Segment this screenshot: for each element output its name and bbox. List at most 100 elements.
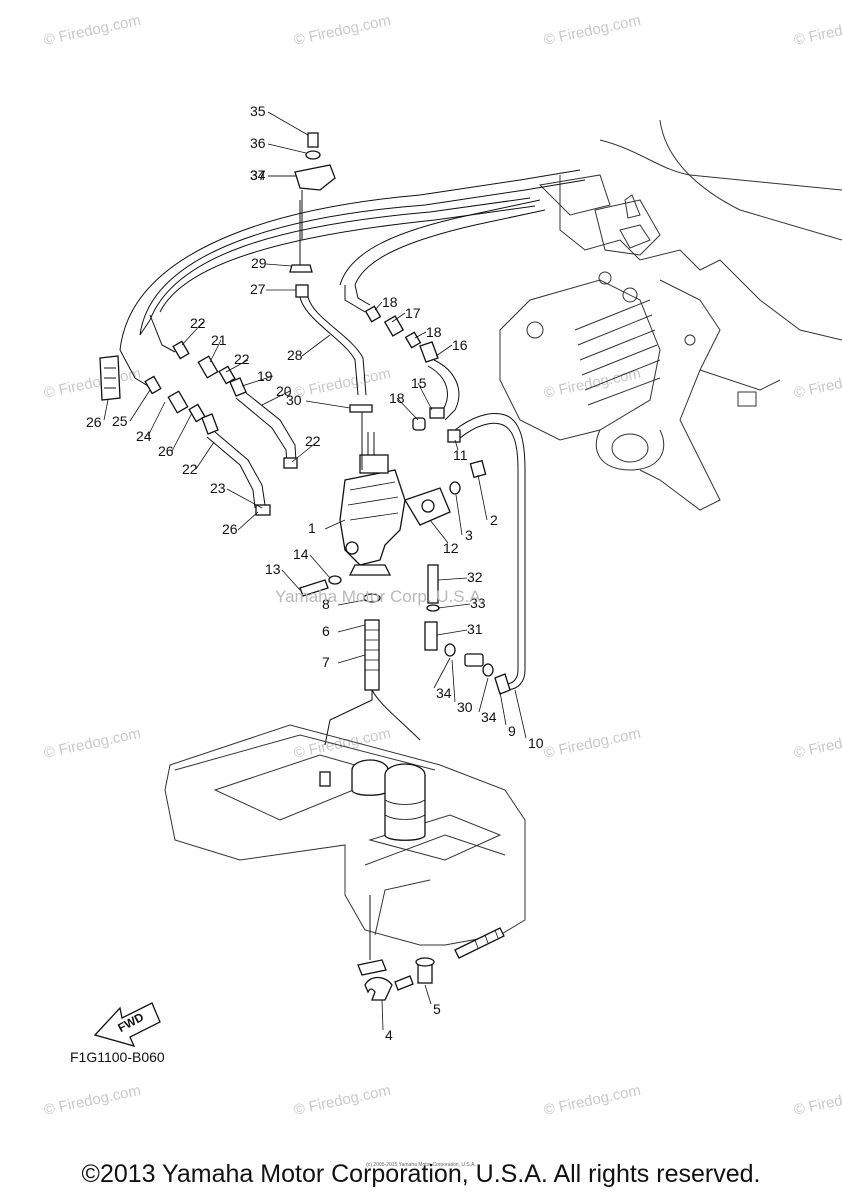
- callout-30: 30: [457, 699, 473, 715]
- mount-plate: [404, 413, 526, 695]
- leader-line: [129, 389, 151, 422]
- leader-line: [267, 111, 309, 136]
- leader-line: [226, 488, 263, 509]
- leader-line: [396, 397, 419, 421]
- callout-6: 6: [322, 623, 330, 639]
- callout-28: 28: [287, 347, 303, 363]
- callout-9: 9: [508, 723, 516, 739]
- callout-2: 2: [490, 512, 498, 528]
- watermark-text: © Firedog.com: [292, 12, 392, 49]
- callout-11: 11: [453, 447, 468, 463]
- callout-26: 26: [222, 521, 238, 537]
- callout-3: 3: [465, 527, 473, 543]
- callout-1: 1: [308, 520, 316, 536]
- callout-26: 26: [86, 414, 102, 430]
- callout-32: 32: [467, 569, 483, 585]
- lower-parts: [299, 564, 494, 746]
- hose-fittings-right: [364, 305, 460, 431]
- callout-22: 22: [305, 433, 321, 449]
- leader-line: [424, 984, 432, 1005]
- callout-15: 15: [411, 375, 427, 391]
- callout-21: 21: [211, 332, 227, 348]
- callout-29: 29: [251, 255, 267, 271]
- leader-line: [437, 603, 471, 609]
- leader-line: [391, 312, 406, 323]
- leader-line: [305, 400, 351, 409]
- leader-line: [337, 624, 366, 633]
- tiny-copyright: (c) 2005-2015 Yamaha Motor Corporation, …: [366, 1162, 476, 1168]
- callout-5: 5: [433, 1001, 441, 1017]
- callout-13: 13: [265, 561, 281, 577]
- leader-line: [147, 401, 166, 437]
- leader-line: [103, 399, 109, 421]
- hose-fittings-left: [99, 314, 298, 516]
- callout-25: 25: [112, 413, 128, 429]
- leader-line: [171, 412, 193, 452]
- engine-block: [499, 119, 842, 511]
- watermark-text: © Firedog.com: [792, 1082, 842, 1119]
- leader-line: [477, 474, 488, 521]
- watermark-text: © Firedog.com: [42, 1082, 142, 1119]
- leader-lines: [103, 111, 527, 1031]
- watermark-text: © Firedog.com: [792, 12, 842, 49]
- callout-33: 33: [470, 595, 486, 611]
- callout-14: 14: [293, 546, 309, 562]
- callout-26: 26: [158, 443, 174, 459]
- center-hose: [289, 200, 373, 470]
- fuel-hoses: [119, 169, 586, 351]
- callout-34: 34: [481, 709, 497, 725]
- leader-line: [309, 554, 331, 579]
- callout-16: 16: [452, 337, 468, 353]
- callout-22: 22: [182, 461, 198, 477]
- watermark-text: © Firedog.com: [542, 1082, 642, 1119]
- leader-line: [454, 439, 459, 451]
- watermark-text: © Firedog.com: [42, 12, 142, 49]
- leader-line: [209, 339, 222, 363]
- callout-23: 23: [210, 480, 226, 496]
- callout-12: 12: [443, 540, 459, 556]
- leader-line: [281, 569, 301, 591]
- leader-line: [451, 659, 456, 703]
- leader-line: [417, 382, 433, 411]
- watermark-text: © Firedog.com: [542, 12, 642, 49]
- leader-line: [429, 519, 449, 544]
- fuel-filter-assembly: [339, 432, 406, 576]
- leader-line: [291, 440, 319, 463]
- leader-line: [433, 657, 451, 689]
- leader-line: [181, 321, 204, 346]
- leader-line: [437, 577, 468, 581]
- callout-18: 18: [382, 294, 398, 310]
- leader-line: [436, 629, 468, 636]
- leader-line: [337, 599, 366, 606]
- fuel-tank: [164, 724, 526, 959]
- leader-line: [337, 654, 366, 664]
- callout-30: 30: [286, 392, 302, 408]
- callout-27: 27: [250, 281, 266, 297]
- leader-line: [225, 359, 249, 373]
- callout-22: 22: [234, 351, 250, 367]
- diagram-code: F1G1100-B060: [70, 1049, 165, 1065]
- watermark-text: © Firedog.com: [292, 1082, 392, 1119]
- callout-7: 7: [322, 654, 330, 670]
- callout-19: 19: [257, 368, 273, 384]
- callout-20: 20: [276, 383, 292, 399]
- callout-10: 10: [528, 735, 544, 751]
- top-bracket: [294, 132, 336, 240]
- leader-line: [265, 263, 293, 267]
- leader-line: [381, 999, 384, 1031]
- leader-line: [241, 375, 274, 387]
- watermark-text: © Firedog.com: [42, 365, 142, 402]
- callout-22: 22: [190, 315, 206, 331]
- leader-line: [374, 301, 383, 311]
- callout-4: 4: [385, 1027, 393, 1043]
- leader-line: [301, 334, 331, 357]
- callout-34: 34: [436, 685, 452, 701]
- watermark-text: © Firedog.com: [792, 365, 842, 402]
- watermark-text: © Firedog.com: [42, 725, 142, 762]
- leader-line: [237, 511, 259, 531]
- leader-line: [195, 441, 215, 470]
- callout-8: 8: [322, 596, 330, 612]
- copyright-footer: ©2013 Yamaha Motor Corporation, U.S.A. A…: [81, 1160, 761, 1188]
- leader-line: [324, 519, 346, 530]
- callout-18: 18: [389, 390, 405, 406]
